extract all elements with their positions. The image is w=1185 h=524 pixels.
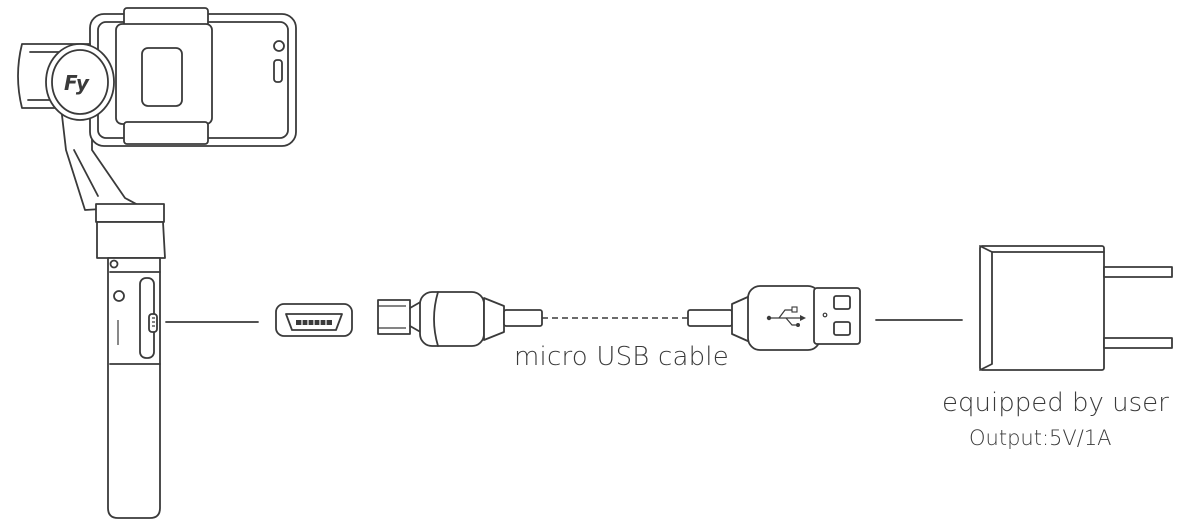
gimbal-collar <box>95 203 165 223</box>
output-spec-label: Output:5V/1A <box>969 426 1112 450</box>
usb-a-plug <box>687 285 861 351</box>
power-button <box>113 290 125 302</box>
brand-logo: Fy <box>64 71 90 95</box>
phone-clamp <box>115 23 213 125</box>
micro-usb-port <box>148 313 158 333</box>
micro-usb-plug <box>377 291 543 347</box>
wall-charger <box>979 245 1173 371</box>
motor-cap <box>45 43 115 121</box>
cable-label: micro USB cable <box>514 342 729 372</box>
charger-label: equipped by user <box>942 388 1169 418</box>
gimbal: Fy <box>17 7 297 519</box>
micro-usb-socket <box>275 303 353 337</box>
gimbal-neck <box>96 221 166 259</box>
